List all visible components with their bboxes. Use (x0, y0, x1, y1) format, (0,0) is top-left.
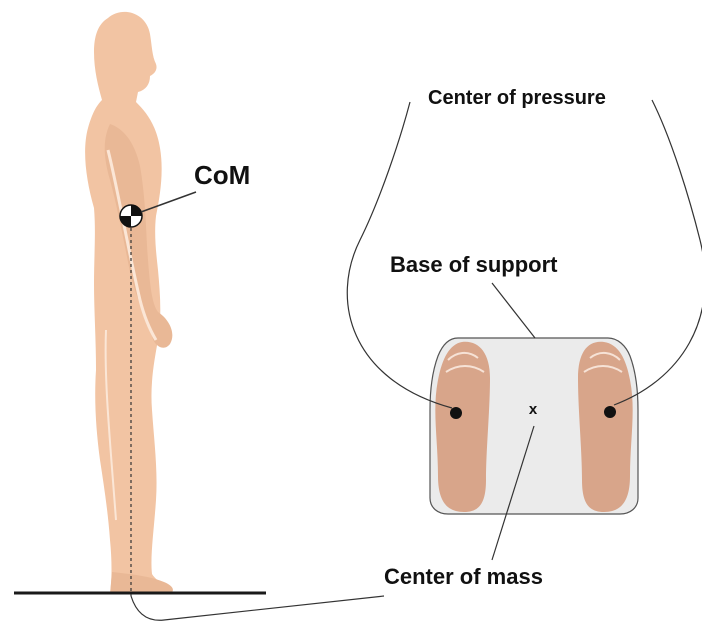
com-label: CoM (194, 160, 250, 190)
center-of-mass-label: Center of mass (384, 564, 543, 589)
center-of-pressure-label: Center of pressure (428, 87, 606, 109)
base-of-support-leader (492, 283, 535, 338)
right-foot (578, 342, 633, 512)
human-figure (85, 12, 173, 594)
com-to-label-curve (131, 596, 384, 620)
base-of-support-label: Base of support (390, 252, 558, 277)
left-foot (435, 342, 490, 512)
left-cop-dot (450, 407, 462, 419)
right-cop-dot (604, 406, 616, 418)
mass-marker-x: x (529, 401, 538, 418)
com-marker (120, 205, 142, 227)
figure-head (94, 12, 157, 106)
